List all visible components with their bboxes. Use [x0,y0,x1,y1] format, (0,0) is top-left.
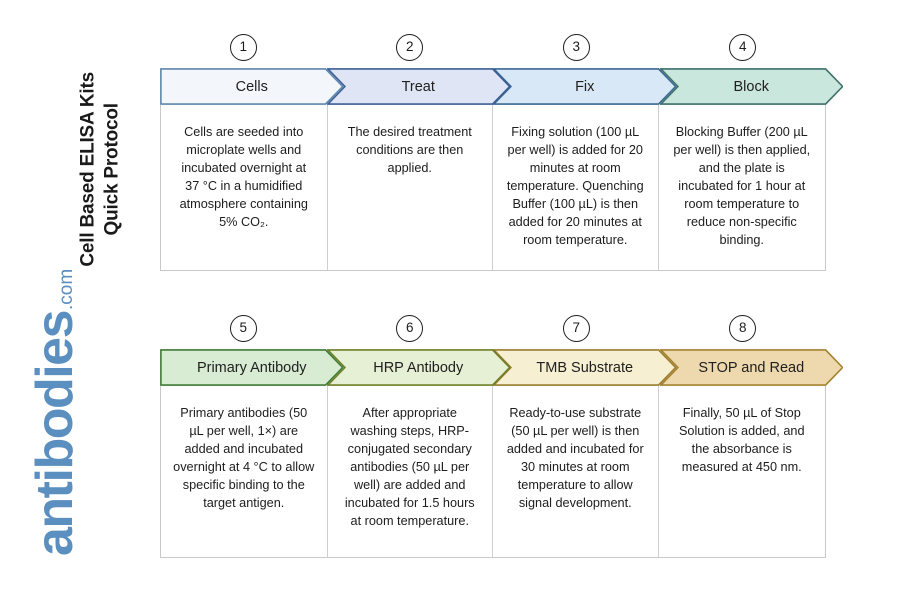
description-text-6: After appropriate washing steps, HRP-con… [344,406,475,529]
description-cell-5: Primary antibodies (50 µL per well, 1×) … [161,386,328,557]
step-number-badge-4: 4 [729,34,757,61]
page-title: Cell Based ELISA Kits Quick Protocol [77,34,126,304]
step-number-badge-6: 6 [396,315,424,342]
brand-tld: .com [56,268,77,310]
chevron-step-5[interactable]: Primary Antibody [160,349,344,386]
description-cell-2: The desired treatment conditions are the… [328,105,493,270]
step-number-badge-7: 7 [562,315,590,342]
description-cell-8: Finally, 50 µL of Stop Solution is added… [659,386,826,557]
chevron-shape [493,68,677,105]
step-number-badge-1: 1 [229,34,257,61]
description-text-7: Ready-to-use substrate (50 µL per well) … [506,406,644,511]
chevron-step-1[interactable]: Cells [160,68,344,105]
chevron-step-4[interactable]: Block [659,68,843,105]
chevron-shape [659,349,843,386]
description-cell-7: Ready-to-use substrate (50 µL per well) … [493,386,659,557]
chevron-step-8[interactable]: STOP and Read [659,349,843,386]
chevron-shape [326,68,510,105]
step-number-badge-2: 2 [396,34,424,61]
chevron-step-7[interactable]: TMB Substrate [493,349,677,386]
chevron-step-2[interactable]: Treat [326,68,510,105]
step-number-badge-5: 5 [229,315,257,342]
description-cell-4: Blocking Buffer (200 µL per well) is the… [659,105,826,270]
description-row: Primary antibodies (50 µL per well, 1×) … [160,386,826,558]
page-title-line-2: Quick Protocol [102,103,123,236]
description-cell-3: Fixing solution (100 µL per well) is add… [493,105,659,270]
chevron-shape [326,349,510,386]
chevron-shape [659,68,843,105]
step-number-badge-8: 8 [729,315,757,342]
description-cell-6: After appropriate washing steps, HRP-con… [328,386,493,557]
description-row: Cells are seeded into microplate wells a… [160,105,826,271]
step-number-badge-3: 3 [562,34,590,61]
chevron-shape [160,68,344,105]
description-cell-1: Cells are seeded into microplate wells a… [161,105,328,270]
description-text-8: Finally, 50 µL of Stop Solution is added… [678,406,805,475]
step-number-track: 5 6 7 8 [160,311,844,349]
chevron-shape [493,349,677,386]
description-text-2: The desired treatment conditions are the… [347,125,472,176]
description-text-1: Cells are seeded into microplate wells a… [179,125,308,230]
chevron-step-6[interactable]: HRP Antibody [326,349,510,386]
page-title-line-1: Cell Based ELISA Kits [77,71,99,267]
description-text-5: Primary antibodies (50 µL per well, 1×) … [173,406,315,511]
description-text-4: Blocking Buffer (200 µL per well) is the… [673,125,811,248]
step-number-track: 1 2 3 4 [160,30,844,68]
description-text-3: Fixing solution (100 µL per well) is add… [506,125,644,248]
chevron-shape [160,349,344,386]
chevron-step-3[interactable]: Fix [493,68,677,105]
brand-logo: antibodies.com [26,269,84,556]
brand-name: antibodies [26,310,84,556]
